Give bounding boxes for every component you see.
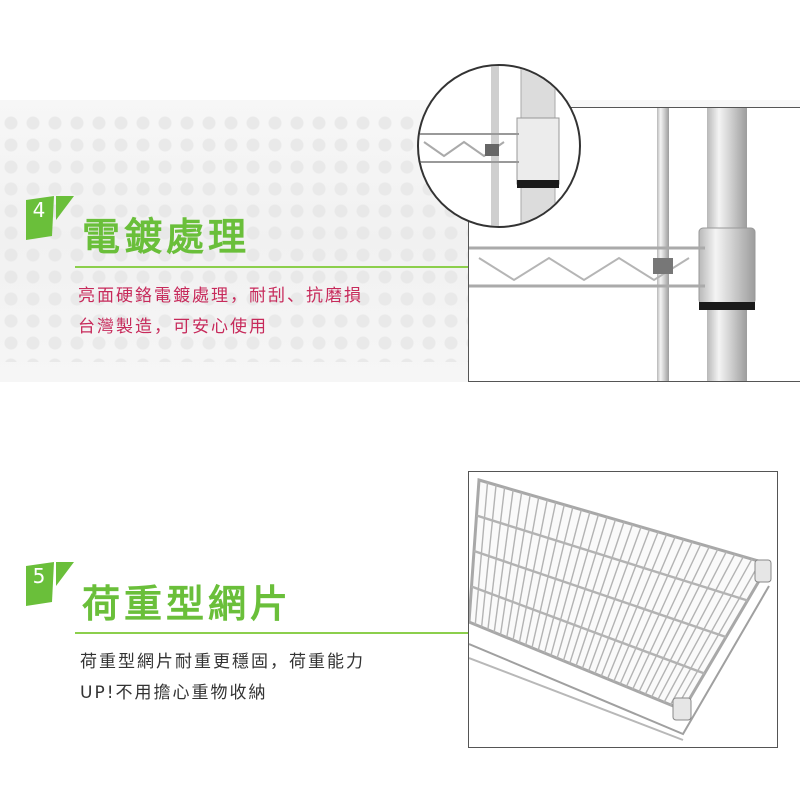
badge-shape-icon <box>26 196 74 240</box>
feature-5-divider <box>75 632 468 634</box>
dot-pattern-decoration <box>0 112 470 362</box>
shelf-support-bar <box>476 514 748 602</box>
feature-5-description-line-1: 荷重型網片耐重更穩固，荷重能力 <box>80 652 365 672</box>
feature-5-number-badge: 5 <box>26 562 74 606</box>
badge-shape-icon <box>26 562 74 606</box>
feature-5-description-line-2: UP!不用擔心重物收納 <box>80 683 268 703</box>
feature-4-description: 亮面硬鉻電鍍處理，耐刮、抗磨損 台灣製造，可安心使用 <box>78 281 363 343</box>
feature-4-divider <box>75 266 468 268</box>
shelf-support-bar <box>471 585 705 675</box>
zoom-detail-illustration <box>419 66 560 226</box>
feature-5-number: 5 <box>32 564 46 588</box>
chrome-detail-zoom-circle <box>417 64 581 228</box>
feature-4-chrome-pole-photo <box>468 107 800 382</box>
feature-4-number: 4 <box>32 198 46 222</box>
feature-4-number-badge: 4 <box>26 196 74 240</box>
feature-5-wire-shelf-photo <box>467 471 778 748</box>
feature-5-title: 荷重型網片 <box>82 582 293 626</box>
feature-4-description-line-1: 亮面硬鉻電鍍處理，耐刮、抗磨損 <box>78 286 363 306</box>
shelf-support-bar <box>473 549 727 639</box>
feature-4-title: 電鍍處理 <box>82 215 251 259</box>
feature-4-description-line-2: 台灣製造，可安心使用 <box>78 317 268 337</box>
feature-5-description: 荷重型網片耐重更穩固，荷重能力 UP!不用擔心重物收納 <box>80 647 365 709</box>
chrome-pole-illustration <box>469 108 756 381</box>
wire-shelf-illustration <box>467 478 772 741</box>
